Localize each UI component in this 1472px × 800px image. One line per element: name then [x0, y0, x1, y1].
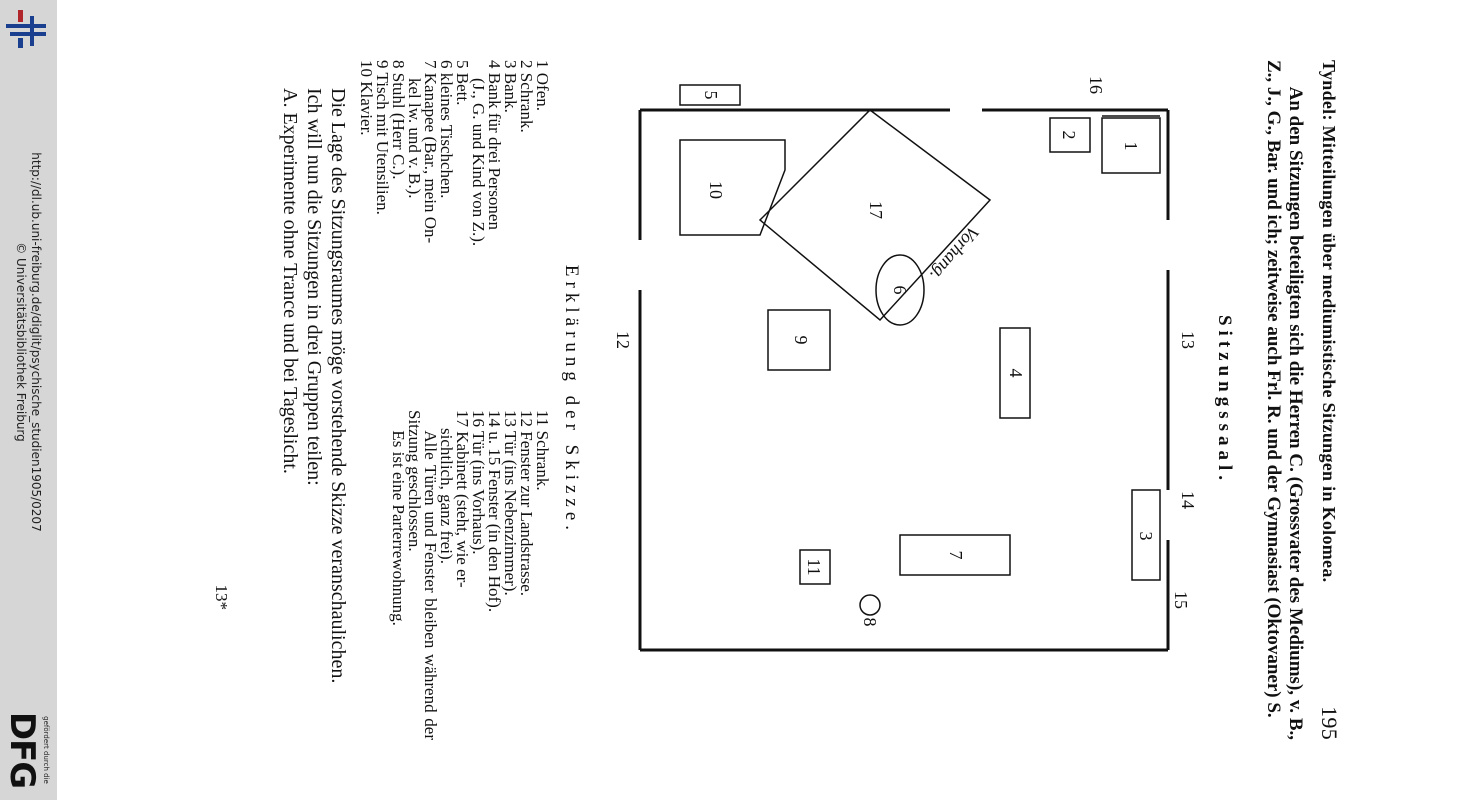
plan-label-1: 1 [1121, 142, 1141, 151]
plan-label-15: 15 [1171, 591, 1191, 609]
item-5-bed [679, 84, 741, 106]
legend-left: 1 Ofen. 2 Schrank. 3 Bank. 4 Bank für dr… [357, 60, 552, 390]
running-head: Tyndel: Mitteilungen über mediumistische… [1317, 60, 1342, 740]
legend-note: Alle Türen und Fenster bleiben während d… [405, 410, 440, 740]
scan-viewport: Tyndel: Mitteilungen über mediumistische… [60, 0, 1472, 800]
body-paragraph: Die Lage des Sitzungsraumes möge vorsteh… [327, 88, 349, 684]
dfg-logo: DFG [2, 711, 42, 789]
plan-label-7: 7 [946, 551, 966, 560]
body-text: Die Lage des Sitzungsraumes möge vorsteh… [278, 60, 350, 740]
plan-label-4: 4 [1006, 369, 1026, 378]
legend-item: kel lw. und v. B.). [405, 78, 424, 199]
plan-label-13: 13 [1178, 331, 1198, 349]
intro-paragraph: An den Sitzungen beteiligten sich die He… [1262, 60, 1306, 740]
legend-item: 2 Schrank. [517, 60, 536, 133]
plan-label-8: 8 [860, 618, 880, 627]
plan-label-10: 10 [706, 181, 726, 199]
legend-item: 13 Tür (ins Nebenzimmer). [501, 410, 520, 596]
plan-label-2: 2 [1059, 131, 1079, 140]
plan-label-16: 16 [1086, 76, 1106, 94]
item-10-piano [679, 139, 786, 236]
item-17-cabinet [758, 109, 992, 322]
item-2-cabinet [1049, 117, 1091, 153]
plan-label-14: 14 [1178, 491, 1198, 509]
legend-item: 7 Kanapee (Bar., mein On- [421, 60, 440, 244]
legend-item: 1 Ofen. [533, 60, 552, 111]
item-7-sofa [899, 534, 1011, 576]
legend-right: 11 Schrank. 12 Fenster zur Landstrasse. … [389, 410, 552, 740]
plan-label-3: 3 [1136, 532, 1156, 541]
legend-item: 11 Schrank. [533, 410, 552, 491]
floor-plan: 1 2 3 4 5 6 7 8 9 10 11 12 13 14 15 16 1… [613, 76, 1198, 652]
plan-label-curtain: Vorhang. [926, 222, 983, 285]
plan-label-12: 12 [613, 331, 633, 349]
item-8-chair [859, 594, 881, 616]
body-paragraph: Ich will nun die Sitzungen in drei Grupp… [303, 88, 325, 486]
page-url[interactable]: http://dl.ub.uni-freiburg.de/diglit/psyc… [29, 152, 43, 532]
copyright-note: © Universitätsbibliothek Freiburg [14, 242, 28, 442]
legend-item: (J., G. und Kind von Z.). [469, 78, 488, 247]
plan-label-5: 5 [701, 91, 721, 100]
item-4-bench [999, 327, 1031, 419]
item-11-cabinet [799, 549, 831, 585]
running-head-title: Tyndel: Mitteilungen über mediumistische… [1319, 60, 1339, 583]
legend-title: Erklärung der Skizze. [561, 264, 582, 536]
plan-label-11: 11 [804, 558, 824, 575]
legend-item: 14 u. 15 Fenster (in den Hof). [485, 410, 504, 613]
scanned-page: Tyndel: Mitteilungen über mediumistische… [200, 60, 1342, 740]
plan-label-17: 17 [866, 201, 886, 219]
dfg-funding-text: gefördert durch die [42, 716, 50, 784]
legend-item: 3 Bank. [501, 60, 520, 113]
legend-item: sichtlich, ganz frei). [437, 428, 456, 564]
viewer-url-credit: http://dl.ub.uni-freiburg.de/diglit/psyc… [13, 152, 43, 531]
viewer-sidebar: http://dl.ub.uni-freiburg.de/diglit/psyc… [0, 0, 57, 800]
body-paragraph: A. Experimente ohne Trance und bei Tages… [279, 88, 301, 474]
legend-item: 4 Bank für drei Personen [485, 60, 504, 230]
signature-mark: 13* [212, 584, 231, 611]
item-9-table [767, 309, 831, 371]
legend-item: 6 kleines Tischchen. [437, 60, 456, 199]
intro-text: An den Sitzungen beteiligten sich die He… [1263, 60, 1306, 740]
plan-label-6: 6 [890, 286, 910, 295]
plan-label-9: 9 [791, 336, 811, 345]
legend-item: 10 Klavier. [357, 60, 376, 136]
legend-item: 9 Tisch mit Utensilien. [373, 60, 392, 215]
legend-note: Es ist eine Parterrewohnung. [389, 430, 408, 626]
item-1-stove [1101, 115, 1161, 174]
legend-item: 12 Fenster zur Landstrasse. [517, 410, 536, 597]
hall-title: Sitzungssaal. [1214, 314, 1235, 486]
legend-item: 17 Kabinett (steht, wie er- [453, 410, 472, 588]
item-3-bench [1131, 489, 1161, 581]
ub-freiburg-logo-icon [6, 10, 46, 48]
legend-item: 5 Bett. [453, 60, 472, 106]
room-walls [638, 108, 1170, 652]
legend-item: 16 Tür (ins Vorhaus). [469, 410, 488, 555]
item-6-small-table [875, 254, 925, 326]
legend-item: 8 Stuhl (Herr C.). [389, 60, 408, 180]
page-number: 195 [1317, 706, 1342, 740]
